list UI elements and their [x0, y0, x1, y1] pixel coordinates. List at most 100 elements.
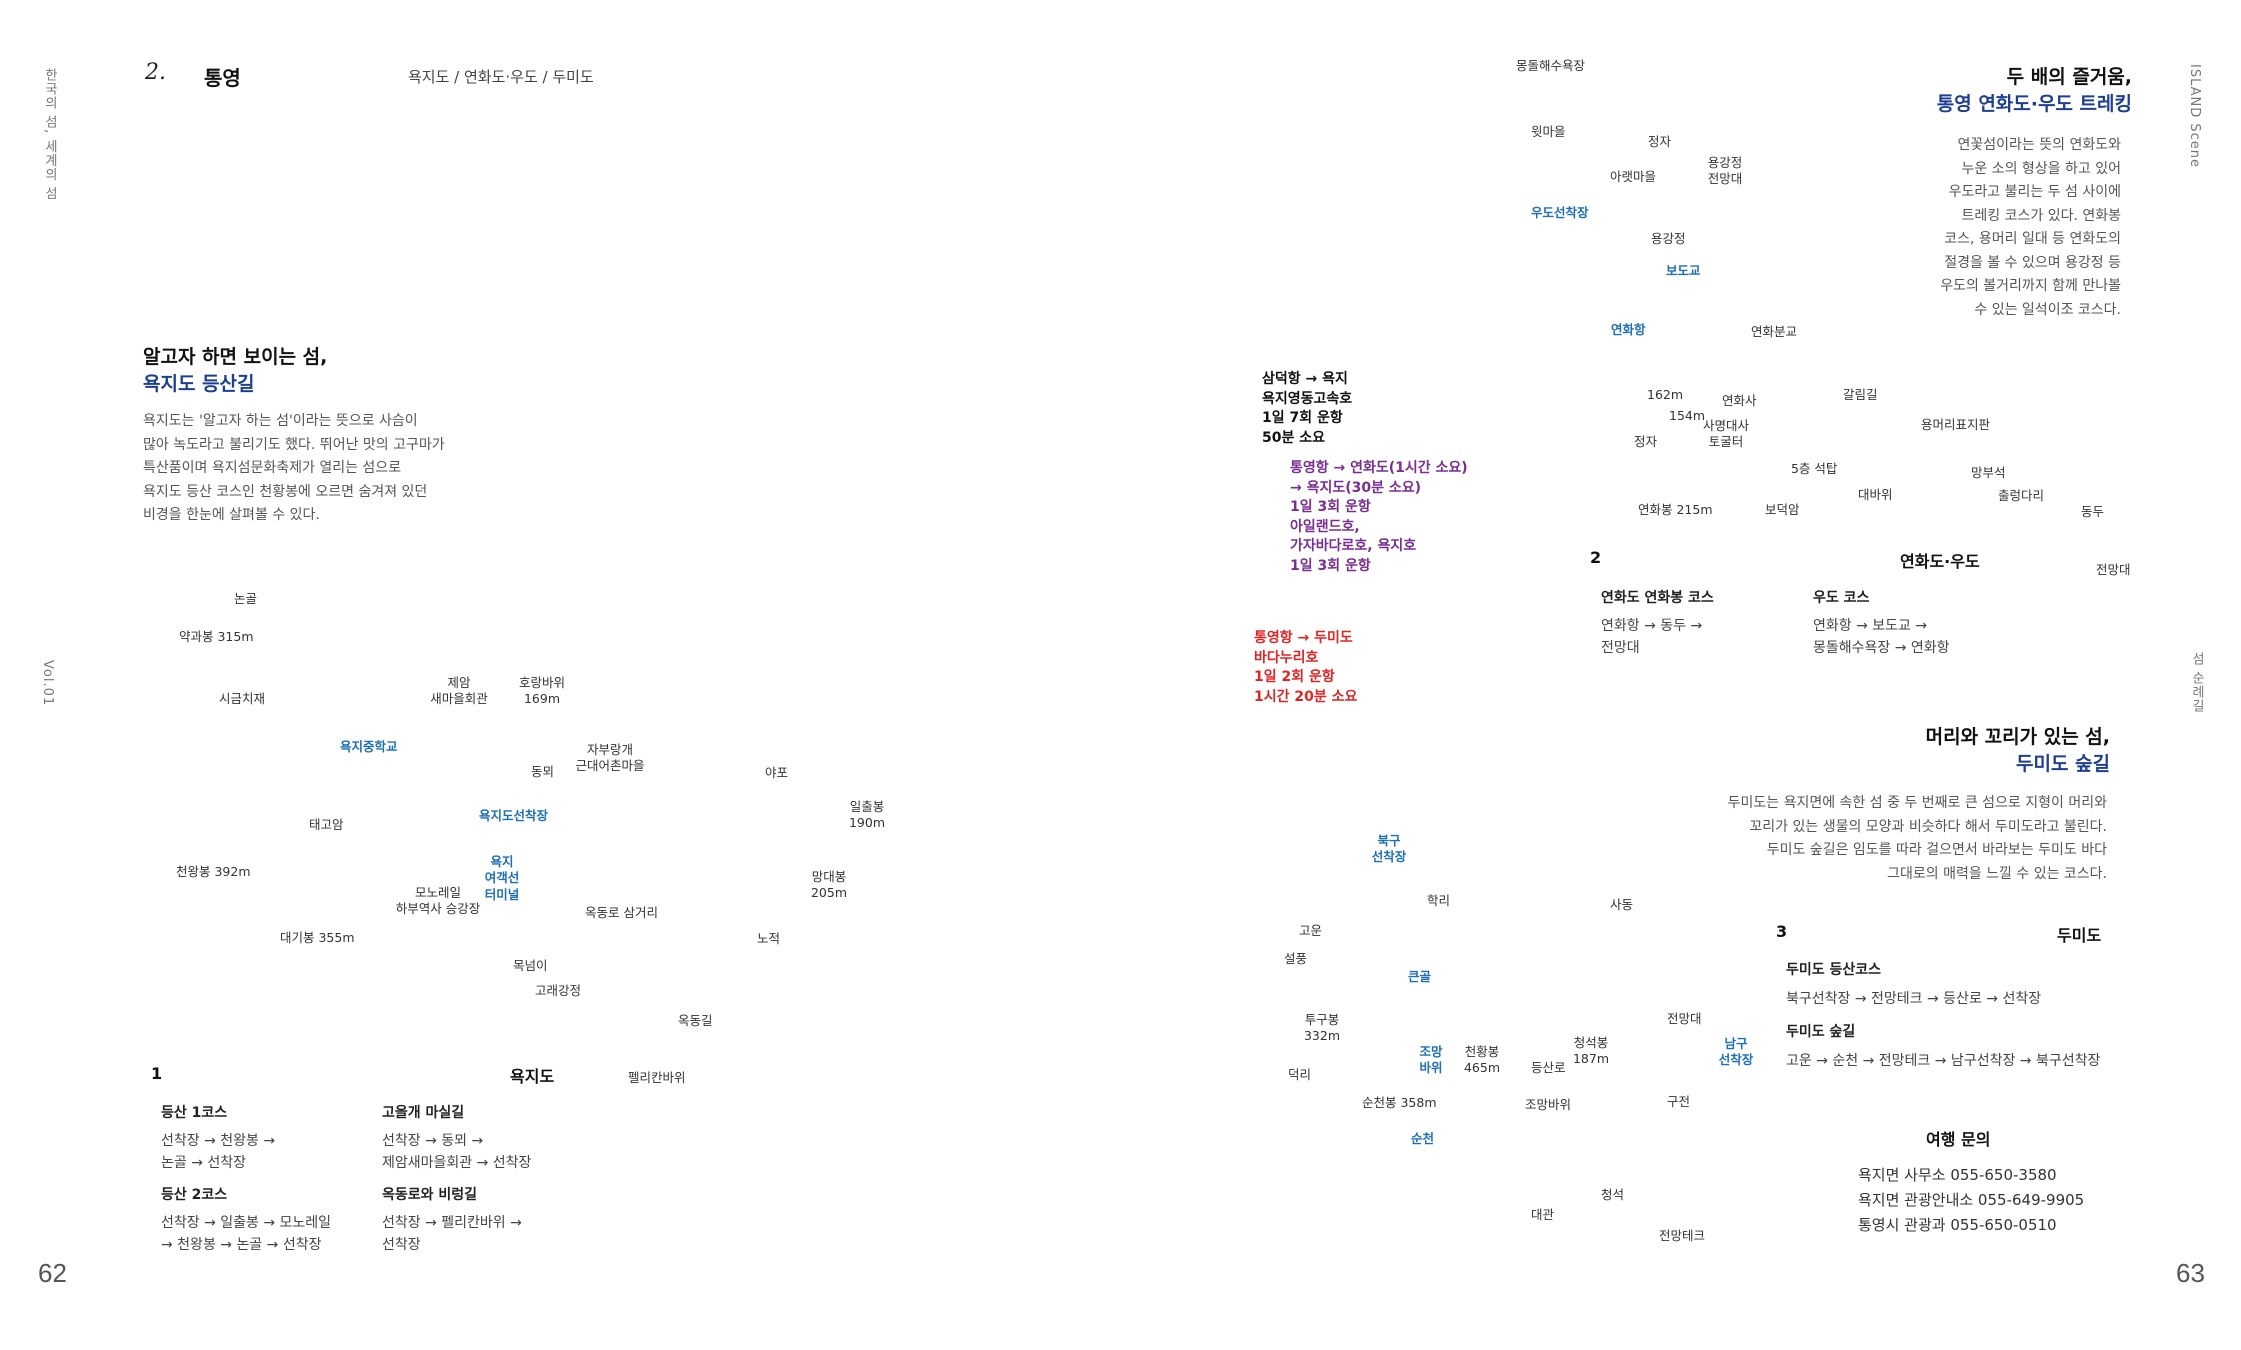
course-block: 옥동로와 비렁길	[382, 1184, 477, 1204]
chapter-title: 통영	[204, 66, 241, 90]
vertical-subtitle: 섬 순례길	[2189, 652, 2204, 714]
map-label: 논골	[234, 591, 258, 606]
map-label-village: 큰골	[1408, 969, 1432, 984]
map-label: 정자	[1648, 134, 1672, 149]
course-route: 고운 → 순천 → 전망테크 → 남구선착장 → 북구선착장	[1786, 1053, 2101, 1069]
map-label: 전망대	[1667, 1011, 1702, 1026]
map-label: 대관	[1531, 1207, 1555, 1222]
map-label-dock: 우도선착장	[1531, 205, 1589, 220]
map-label: 연화사	[1722, 393, 1757, 408]
section-number-1: 1	[151, 1064, 163, 1083]
map-label: 순천봉 358m	[1362, 1095, 1437, 1110]
map-label: 갈림길	[1843, 387, 1878, 402]
map-label-port: 연화항	[1611, 322, 1646, 337]
map-label: 5층 석탑	[1791, 461, 1838, 476]
map-label: 연화봉 215m	[1638, 502, 1713, 517]
yokji-description: 욕지도는 '알고자 하는 섬'이라는 뜻으로 사슴이 많아 녹도라고 불리기도 …	[143, 410, 445, 528]
map-label: 시금치재	[219, 691, 266, 706]
course-title: 고올개 마실길	[382, 1105, 465, 1121]
dumido-description: 두미도는 욕지면에 속한 섬 중 두 번째로 큰 섬으로 지형이 머리와 꼬리가…	[1727, 795, 2107, 882]
section-number-3: 3	[1776, 922, 1788, 941]
course-title: 등산 1코스	[161, 1105, 228, 1121]
section-title-yeonhwa: 연화도·우도	[1900, 552, 1980, 571]
course-block: 등산 1코스	[161, 1102, 227, 1122]
map-label: 아랫마을	[1610, 169, 1657, 184]
map-label: 청석	[1601, 1187, 1625, 1202]
map-label: 고운	[1299, 923, 1323, 938]
map-label: 야포	[765, 765, 789, 780]
chapter-subtitle: 욕지도 / 연화도·우도 / 두미도	[408, 68, 594, 86]
course-title: 우도 코스	[1813, 590, 1870, 606]
heading-b-line2: 두미도 숲길	[2015, 753, 2110, 775]
map-label: 162m	[1647, 387, 1684, 402]
map-label: 등산로	[1531, 1060, 1566, 1075]
contact-item: 욕지면 사무소 055-650-3580	[1858, 1166, 2057, 1184]
map-label: 고래강정	[535, 983, 582, 998]
vertical-section-title: ISLAND Scene	[2187, 64, 2202, 169]
map-label: 펠리칸바위	[628, 1070, 686, 1085]
paragraph-line: 비경을 한눈에 살펴볼 수 있다.	[143, 507, 320, 523]
chapter-number: 2.	[145, 60, 166, 85]
map-label: 조망바위	[1525, 1097, 1572, 1112]
map-label: 설풍	[1284, 951, 1308, 966]
paragraph-line: 욕지도 등산 코스인 천황봉에 오르면 숨겨져 있던	[143, 483, 428, 500]
map-label: 약과봉 315m	[179, 629, 254, 644]
map-label-school: 욕지중학교	[340, 739, 398, 754]
contact-item: 욕지면 관광안내소 055-649-9905	[1858, 1191, 2085, 1209]
map-label: 노적	[757, 931, 781, 946]
map-label-village: 순천	[1411, 1131, 1435, 1146]
page-number-right: 63	[2176, 1258, 2205, 1288]
heading-b-line1: 머리와 꼬리가 있는 섬,	[1925, 726, 2110, 748]
map-label: 정자	[1634, 434, 1658, 449]
course-title: 등산 2코스	[161, 1187, 228, 1203]
map-label: 태고암	[309, 817, 344, 832]
map-label: 목넘이	[513, 958, 548, 973]
contact-item: 통영시 관광과 055-650-0510	[1858, 1216, 2057, 1234]
course-route: 연화항 → 보도교 →몽돌해수욕장 → 연화항	[1813, 618, 1950, 656]
section-number-2: 2	[1590, 548, 1602, 567]
map-label: 몽돌해수욕장	[1516, 58, 1586, 73]
course-title: 옥동로와 비렁길	[382, 1187, 478, 1203]
vertical-volume: Vol.01	[40, 660, 55, 707]
map-label: 전망테크	[1659, 1228, 1706, 1243]
contact-title: 여행 문의	[1926, 1130, 1991, 1149]
map-label: 천왕봉 392m	[176, 864, 251, 879]
course-block: 등산 2코스	[161, 1184, 227, 1204]
map-label: 대바위	[1858, 487, 1893, 502]
section-heading-line2: 욕지도 등산길	[143, 373, 255, 395]
ferry-info-dumido: 통영항 → 두미도 바다누리호 1일 2회 운항 1시간 20분 소요	[1254, 630, 1358, 705]
ferry-info-tongyeong-yeonhwa: 통영항 → 연화도(1시간 소요) → 욕지도(30분 소요) 1일 3회 운항…	[1290, 460, 1468, 574]
map-label: 출렁다리	[1998, 488, 2045, 503]
map-label: 용강정	[1651, 231, 1686, 246]
map-label: 대기봉 355m	[280, 930, 355, 945]
course-title: 두미도 숲길	[1786, 1024, 1856, 1040]
map-label: 보덕암	[1765, 502, 1800, 517]
section-heading-line1: 알고자 하면 보이는 섬,	[143, 346, 328, 368]
course-route: 선착장 → 펠리칸바위 →선착장	[382, 1215, 522, 1253]
ferry-info-samdeok: 삼덕항 → 욕지 욕지영동고속호 1일 7회 운항 50분 소요	[1262, 371, 1353, 446]
map-label: 동뫼	[531, 764, 555, 779]
course-route: 선착장 → 일출봉 → 모노레일→ 천왕봉 → 논골 → 선착장	[161, 1215, 332, 1253]
course-title: 연화도 연화봉 코스	[1601, 590, 1714, 606]
map-label: 망부석	[1971, 465, 2006, 480]
contact-list: 욕지면 사무소 055-650-3580 욕지면 관광안내소 055-649-9…	[1858, 1163, 2084, 1238]
map-label: 동두	[2081, 504, 2105, 519]
heading-a-line2: 통영 연화도·우도 트레킹	[1936, 93, 2132, 115]
yeonhwa-description: 연꽃섬이라는 뜻의 연화도와 누운 소의 형상을 하고 있어 우도라고 불리는 …	[1940, 137, 2121, 318]
map-label: 사동	[1610, 897, 1634, 912]
course-route: 연화항 → 동두 →전망대	[1601, 618, 1703, 656]
course-route: 선착장 → 동뫼 →제암새마을회관 → 선착장	[382, 1133, 532, 1171]
section-title-yokji: 욕지도	[510, 1067, 555, 1086]
